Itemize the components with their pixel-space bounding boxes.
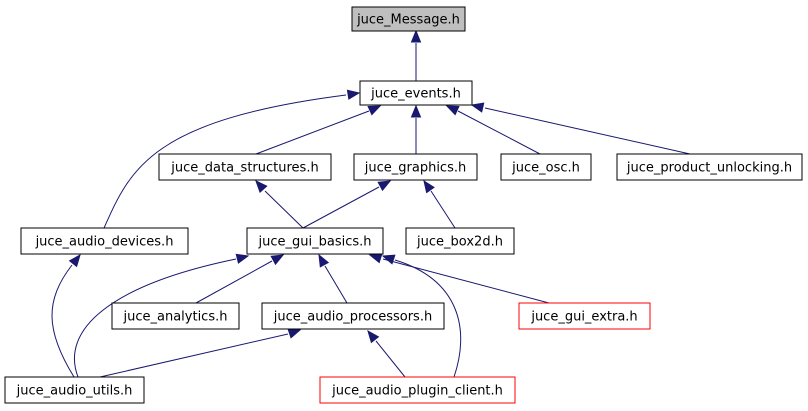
node-label-juce-message: juce_Message.h: [356, 13, 460, 28]
arrowhead-icon: [410, 29, 422, 43]
node-juce-events[interactable]: juce_events.h: [359, 80, 473, 106]
edge-juce-osc-to-juce-events: [445, 105, 541, 155]
node-label-juce-gui-basics: juce_gui_basics.h: [258, 235, 372, 250]
node-label-juce-audio-plugin-client: juce_audio_plugin_client.h: [331, 384, 503, 399]
edge-juce-gui-basics-to-juce-graphics: [302, 180, 392, 229]
edge-juce-product-unlocking-to-juce-events: [470, 102, 691, 155]
edge-line: [484, 107, 691, 155]
edge-line: [195, 260, 273, 304]
arrowhead-icon: [410, 104, 422, 118]
edge-juce-analytics-to-juce-gui-basics: [195, 254, 285, 304]
edge-line: [382, 258, 550, 304]
node-juce-audio-devices[interactable]: juce_audio_devices.h: [20, 227, 189, 255]
edge-line: [457, 110, 541, 155]
arrowhead-icon: [270, 254, 285, 266]
arrowhead-icon: [423, 179, 435, 194]
node-juce-audio-plugin-client[interactable]: juce_audio_plugin_client.h: [319, 376, 516, 404]
edge-line: [99, 333, 289, 378]
edge-line: [324, 265, 348, 304]
node-label-juce-graphics: juce_graphics.h: [364, 161, 466, 176]
node-juce-product-unlocking[interactable]: juce_product_unlocking.h: [616, 153, 803, 181]
node-layer: juce_Message.h juce_events.h juce_data_s…: [4, 6, 803, 404]
node-label-juce-audio-utils: juce_audio_utils.h: [16, 384, 133, 399]
node-juce-gui-basics[interactable]: juce_gui_basics.h: [246, 227, 384, 255]
node-label-juce-box2d: juce_box2d.h: [416, 235, 503, 250]
edge-juce-gui-extra-to-juce-gui-basics: [368, 253, 550, 304]
node-juce-gui-extra[interactable]: juce_gui_extra.h: [518, 302, 651, 330]
node-juce-audio-utils[interactable]: juce_audio_utils.h: [4, 376, 145, 404]
node-juce-analytics[interactable]: juce_analytics.h: [111, 302, 240, 330]
node-juce-graphics[interactable]: juce_graphics.h: [353, 153, 478, 181]
edge-juce-audio-utils-to-juce-gui-basics: [73, 253, 250, 378]
arrowhead-icon: [235, 253, 250, 264]
edge-juce-audio-plugin-client-to-juce-audio-processors: [367, 329, 406, 378]
node-juce-audio-processors[interactable]: juce_audio_processors.h: [261, 302, 445, 330]
edge-line: [73, 258, 237, 378]
node-juce-box2d[interactable]: juce_box2d.h: [405, 227, 515, 255]
arrowhead-icon: [318, 253, 330, 268]
arrowhead-icon: [377, 180, 392, 192]
node-label-juce-audio-processors: juce_audio_processors.h: [273, 310, 432, 325]
arrowhead-icon: [470, 102, 485, 113]
edge-juce-audio-devices-to-juce-events: [103, 89, 361, 229]
node-label-juce-data-structures: juce_data_structures.h: [170, 161, 318, 176]
arrowhead-icon: [368, 253, 383, 264]
arrowhead-icon: [381, 254, 396, 265]
arrowhead-icon: [367, 105, 382, 116]
edge-line: [103, 94, 347, 229]
node-label-juce-osc: juce_osc.h: [511, 161, 580, 176]
edge-juce-audio-processors-to-juce-gui-basics: [318, 253, 348, 304]
node-label-juce-audio-devices: juce_audio_devices.h: [35, 235, 174, 250]
node-label-juce-product-unlocking: juce_product_unlocking.h: [626, 161, 792, 176]
node-label-juce-gui-extra: juce_gui_extra.h: [530, 310, 637, 325]
edge-line: [394, 259, 462, 378]
edge-line: [302, 186, 380, 229]
arrowhead-icon: [346, 89, 361, 100]
edge-juce-audio-plugin-client-to-juce-gui-basics: [381, 254, 462, 378]
node-label-juce-events: juce_events.h: [370, 87, 461, 102]
edge-line: [430, 190, 456, 229]
node-juce-osc[interactable]: juce_osc.h: [500, 153, 592, 181]
node-label-juce-analytics: juce_analytics.h: [123, 310, 228, 325]
edge-layer: [51, 29, 691, 378]
edge-juce-data-structures-to-juce-events: [255, 105, 382, 155]
edge-line: [51, 264, 75, 378]
edge-juce-box2d-to-juce-graphics: [423, 179, 456, 229]
edge-juce-events-to-juce-message: [410, 29, 422, 81]
node-juce-message[interactable]: juce_Message.h: [351, 6, 466, 32]
edge-line: [264, 190, 304, 229]
edge-line: [255, 110, 370, 155]
arrowhead-icon: [287, 328, 302, 339]
edge-juce-gui-basics-to-juce-data-structures: [255, 180, 304, 229]
arrowhead-icon: [367, 329, 380, 344]
edge-juce-audio-utils-to-juce-audio-processors: [99, 328, 302, 378]
arrowhead-icon: [445, 105, 460, 116]
arrowhead-icon: [255, 180, 268, 194]
edge-juce-audio-utils-to-juce-audio-devices: [51, 253, 81, 378]
arrowhead-icon: [68, 253, 81, 268]
edge-juce-graphics-to-juce-events: [410, 104, 422, 154]
node-juce-data-structures[interactable]: juce_data_structures.h: [158, 153, 332, 181]
edge-line: [375, 340, 406, 378]
